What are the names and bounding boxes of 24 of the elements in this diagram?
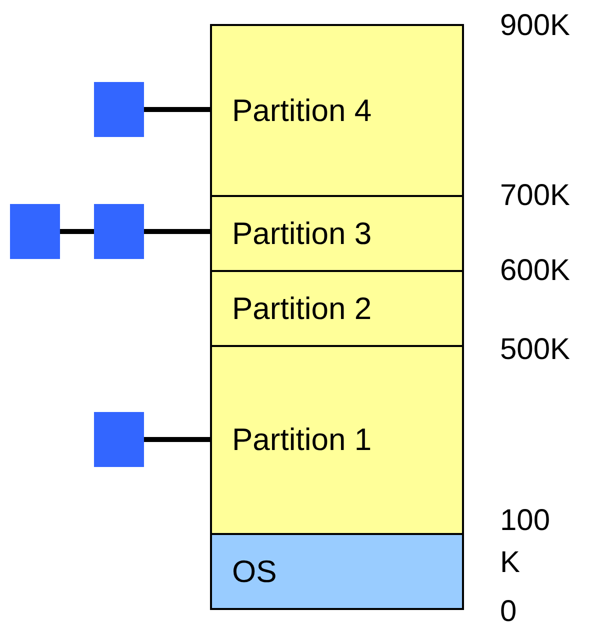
connector-line <box>60 229 94 234</box>
partition-label: Partition 4 <box>232 92 372 128</box>
memory-partition <box>210 533 464 610</box>
address-label: 500K <box>500 332 572 368</box>
process-square <box>10 204 60 259</box>
address-label: 900K <box>500 8 572 44</box>
memory-partition <box>210 345 464 535</box>
memory-partition <box>210 24 464 197</box>
memory-partition <box>210 195 464 272</box>
partition-label: OS <box>232 554 277 590</box>
address-label: 0 <box>500 594 518 628</box>
process-square <box>94 82 144 137</box>
process-square <box>94 412 144 467</box>
address-label: 700K <box>500 178 572 214</box>
connector-line <box>144 229 210 234</box>
partition-label: Partition 1 <box>232 422 372 458</box>
process-square <box>94 204 144 259</box>
connector-line <box>144 437 210 442</box>
connector-line <box>144 107 210 112</box>
address-label: 600K <box>500 253 572 289</box>
address-label: 100 K <box>500 503 552 581</box>
memory-partition <box>210 270 464 347</box>
partition-label: Partition 3 <box>232 216 372 252</box>
partition-label: Partition 2 <box>232 290 372 326</box>
